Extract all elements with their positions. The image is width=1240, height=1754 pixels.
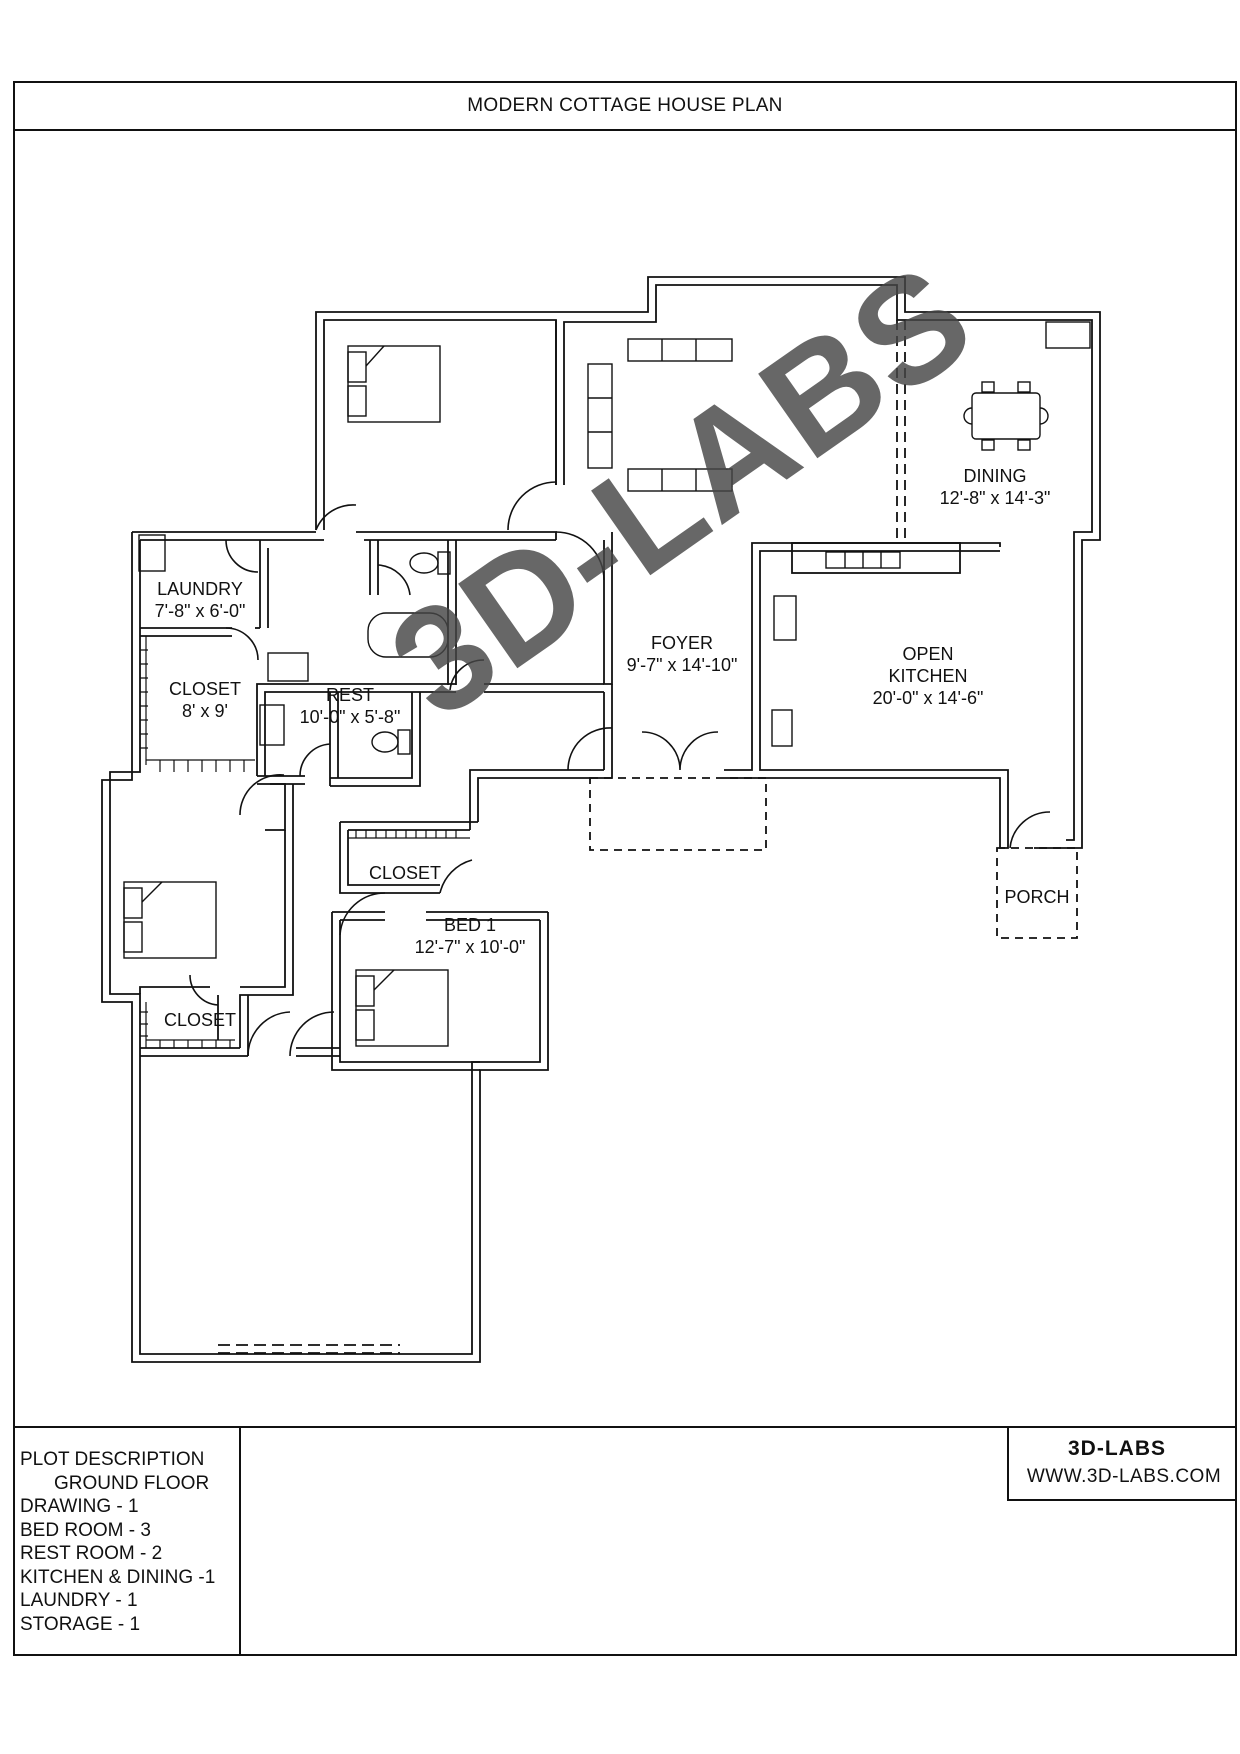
label-porch: PORCH	[1004, 887, 1070, 907]
plot-item: DRAWING - 1	[20, 1496, 139, 1517]
open-kitchen-size: 20'-0" x 14'-6"	[872, 688, 984, 708]
bed-top	[347, 345, 441, 423]
plot-description: PLOT DESCRIPTION GROUND FLOOR DRAWING - …	[20, 1448, 215, 1636]
closet-main-size: 8' x 9'	[182, 701, 228, 721]
company-logo-text: 3D-LABS	[1067, 1437, 1166, 1460]
rest-size: 10'-0" x 5'-8"	[299, 707, 401, 727]
plot-description-heading: PLOT DESCRIPTION	[20, 1449, 205, 1470]
label-foyer: FOYER 9'-7" x 14'-10"	[612, 632, 752, 676]
label-dining: DINING 12'-8" x 14'-3"	[920, 465, 1070, 509]
plot-item: REST ROOM - 2	[20, 1543, 163, 1564]
plot-item: STORAGE - 1	[20, 1613, 141, 1635]
door-swings	[189, 481, 1051, 1057]
plot-item: KITCHEN & DINING -1	[20, 1566, 216, 1588]
furniture	[123, 321, 1091, 1047]
dining-size: 12'-8" x 14'-3"	[939, 488, 1051, 508]
foyer-name: FOYER	[650, 633, 713, 653]
company-url[interactable]: WWW.3D-LABS.COM	[1026, 1466, 1222, 1487]
open-kitchen-name-2: KITCHEN	[888, 666, 968, 686]
bed1-size: 12'-7" x 10'-0"	[414, 937, 526, 957]
plot-item: BED ROOM - 3	[20, 1519, 151, 1541]
closet-shelving	[140, 636, 470, 1048]
bed-left	[123, 881, 217, 959]
plot-item: LAUNDRY - 1	[20, 1590, 138, 1611]
bed-1	[355, 969, 449, 1047]
sofa-side	[587, 363, 613, 469]
label-bed1: BED 1 12'-7" x 10'-0"	[395, 914, 545, 958]
dining-table	[971, 392, 1041, 440]
bathtub	[367, 612, 449, 658]
dining-name: DINING	[963, 466, 1027, 486]
plot-description-floor: GROUND FLOOR	[54, 1472, 210, 1494]
closet-main-name: CLOSET	[168, 679, 242, 699]
rest-name: REST	[325, 685, 374, 705]
company-box	[1007, 1427, 1236, 1501]
sheet-border	[13, 81, 1237, 1656]
sofa-top	[627, 338, 733, 362]
sofa-bottom	[627, 468, 733, 492]
foyer-size: 9'-7" x 14'-10"	[626, 655, 738, 675]
label-closet-left: CLOSET	[163, 1010, 237, 1030]
walls	[101, 276, 1101, 1363]
label-laundry: LAUNDRY 7'-8" x 6'-0"	[140, 578, 260, 622]
label-open-kitchen: OPEN KITCHEN 20'-0" x 14'-6"	[853, 643, 1003, 709]
laundry-name: LAUNDRY	[157, 579, 243, 599]
label-closet-main: CLOSET 8' x 9'	[155, 678, 255, 722]
label-rest: REST 10'-0" x 5'-8"	[285, 684, 415, 728]
laundry-size: 7'-8" x 6'-0"	[154, 601, 246, 621]
bed1-name: BED 1	[443, 915, 497, 935]
label-closet-bed1: CLOSET	[368, 863, 442, 883]
drawing-title: MODERN COTTAGE HOUSE PLAN	[467, 95, 783, 116]
open-kitchen-name-1: OPEN	[902, 644, 954, 664]
